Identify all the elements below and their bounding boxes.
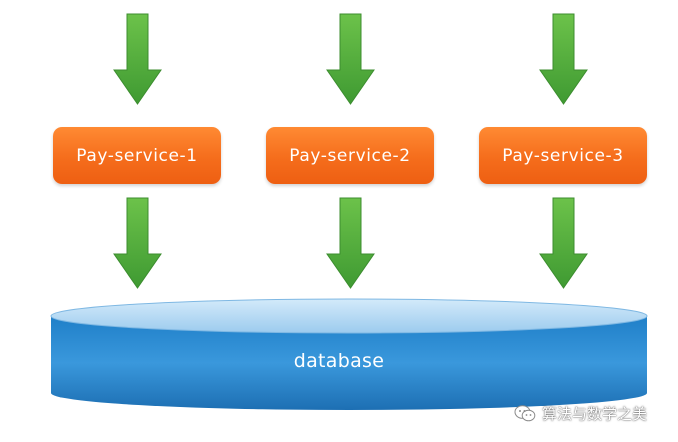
arrow-service-1-to-database (113, 197, 162, 289)
pay-service-2-box: Pay-service-2 (266, 127, 434, 184)
database-label: database (293, 350, 385, 372)
arrow-service-3-to-database (539, 197, 588, 289)
watermark: 算法与数学之美 (514, 402, 647, 424)
arrow-into-service-3 (539, 13, 588, 105)
arrow-service-2-to-database (326, 197, 375, 289)
pay-service-1-box: Pay-service-1 (53, 127, 221, 184)
database-cylinder (50, 298, 648, 410)
wechat-icon (514, 404, 536, 421)
arrow-into-service-2 (326, 13, 375, 105)
pay-service-3-box: Pay-service-3 (479, 127, 647, 184)
watermark-text: 算法与数学之美 (542, 404, 648, 423)
arrow-into-service-1 (113, 13, 162, 105)
